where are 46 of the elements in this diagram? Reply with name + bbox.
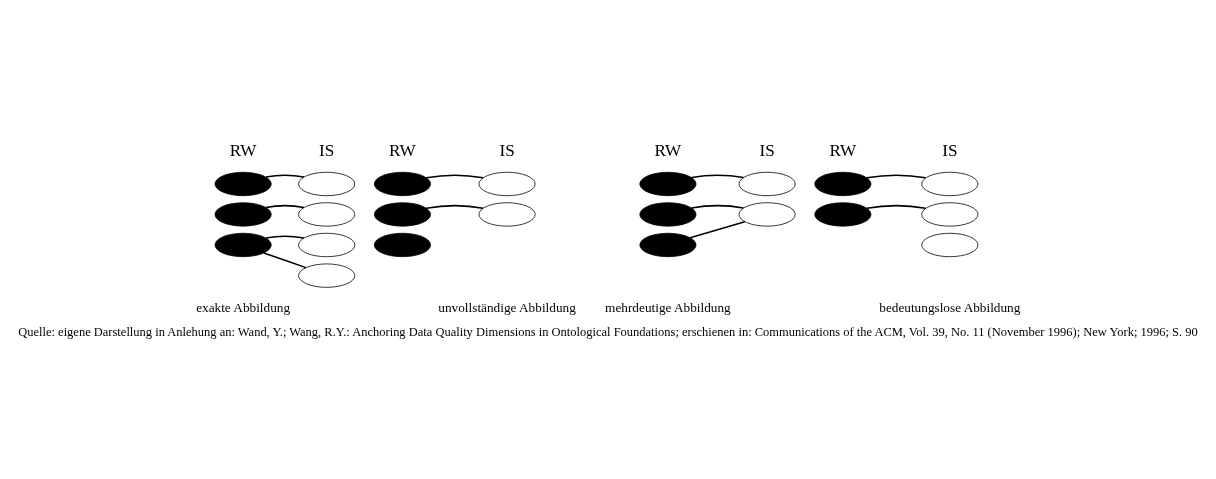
node-ellipse	[298, 263, 356, 288]
connector	[263, 251, 307, 268]
node-ellipse	[738, 171, 796, 196]
label: IS	[942, 140, 958, 160]
node-ellipse	[373, 171, 431, 196]
connector	[689, 220, 746, 238]
node-ellipse	[214, 171, 272, 196]
label: unvollständige Abbildung	[438, 299, 576, 315]
node-ellipse	[738, 201, 796, 227]
label: mehrdeutige Abbildung	[605, 299, 731, 315]
node-ellipse	[298, 171, 356, 196]
label: exakte Abbildung	[196, 299, 291, 315]
node-ellipse	[373, 201, 431, 227]
node-ellipse	[373, 232, 431, 257]
label: bedeutungslose Abbildung	[879, 299, 1021, 315]
label: RW	[389, 140, 416, 160]
node-ellipse	[298, 232, 356, 257]
connector	[866, 204, 927, 209]
caption: Quelle: eigene Darstellung in Anlehung an: Wand, Y.; Wang, R.Y.: Anchoring Data Quality Dimensions in Ontological Foundations; erschienen in: Communications of the ACM, Vol. 39, No. 11 (November 1996); New York; 1996; S. 90	[18, 324, 1198, 339]
node-ellipse	[921, 232, 979, 257]
connector	[690, 204, 745, 209]
node-ellipse	[214, 232, 272, 257]
node-ellipse	[639, 171, 697, 196]
connector	[265, 173, 305, 178]
connector	[265, 204, 305, 208]
label: IS	[319, 140, 335, 160]
node-ellipse	[814, 201, 872, 227]
node-ellipse	[921, 171, 979, 196]
connector	[866, 173, 927, 179]
node-ellipse	[478, 171, 536, 196]
label: RW	[654, 140, 682, 160]
node-ellipse	[639, 232, 697, 257]
label: IS	[499, 140, 515, 160]
label: RW	[229, 140, 257, 160]
connector	[425, 173, 484, 179]
label: RW	[829, 140, 857, 160]
node-ellipse	[639, 201, 697, 227]
node-ellipse	[478, 201, 536, 227]
node-ellipse	[814, 171, 872, 196]
node-ellipse	[921, 201, 979, 227]
connector	[425, 204, 484, 209]
node-ellipse	[298, 201, 356, 227]
node-ellipse	[214, 201, 272, 227]
connector	[265, 234, 305, 239]
connector	[690, 173, 745, 178]
label: IS	[759, 140, 775, 160]
